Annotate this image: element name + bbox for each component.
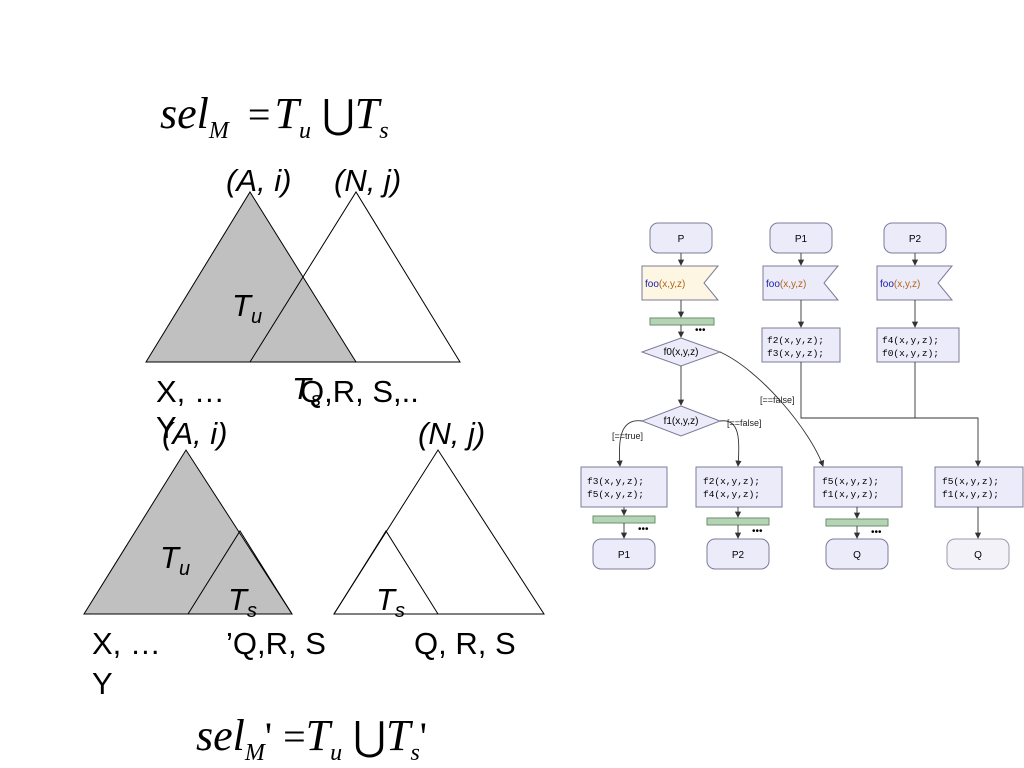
end-node-p1[interactable]: P1 bbox=[592, 538, 656, 570]
svg-text:f4(x,y,z);: f4(x,y,z); bbox=[882, 335, 939, 346]
svg-text:f4(x,y,z);: f4(x,y,z); bbox=[703, 489, 760, 500]
label-n-j-bottom: (N, j) bbox=[418, 416, 486, 451]
label-a-i-bottom: (A, i) bbox=[162, 416, 228, 451]
svg-text:f3(x,y,z);: f3(x,y,z); bbox=[587, 476, 644, 487]
svg-text:f1(x,y,z);: f1(x,y,z); bbox=[822, 489, 879, 500]
label-ts-right-bottom: Ts bbox=[376, 582, 405, 623]
tree-ts-right bbox=[333, 530, 439, 615]
label-tu-top: Tu bbox=[232, 288, 263, 329]
fork-bar-b bbox=[706, 517, 770, 526]
start-node-p2[interactable]: P2 bbox=[883, 222, 947, 254]
leaves-mid-bottom: ’Q,R, S bbox=[226, 626, 326, 661]
label-tu-bottom: Tu bbox=[160, 540, 191, 581]
svg-text:P: P bbox=[678, 234, 685, 245]
leaves-left-top: X, … bbox=[156, 374, 225, 409]
svg-text:f3(x,y,z);: f3(x,y,z); bbox=[767, 348, 824, 359]
svg-text:P2: P2 bbox=[732, 550, 745, 561]
svg-text:f1(x,y,z);: f1(x,y,z); bbox=[942, 489, 999, 500]
tree-n-bottom bbox=[333, 449, 545, 615]
formula-bottom: selM' =Tu ⋃Ts' bbox=[196, 711, 428, 766]
action-box-b[interactable]: f2(x,y,z); f4(x,y,z); bbox=[695, 466, 783, 508]
end-node-q2[interactable]: Q bbox=[946, 538, 1010, 570]
action-box-a[interactable]: f3(x,y,z); f5(x,y,z); bbox=[580, 466, 668, 508]
foo-node-p2[interactable]: foo(x,y,z) bbox=[876, 265, 954, 301]
fork-bar-c bbox=[825, 518, 889, 527]
ellipsis-a: ••• bbox=[638, 524, 649, 535]
leaves-left-top-2: Y bbox=[156, 410, 177, 445]
leaves-right-bottom: Q, R, S bbox=[414, 626, 516, 661]
svg-text:P2: P2 bbox=[909, 234, 922, 245]
fork-bar-p bbox=[649, 317, 715, 326]
leaves-left-bottom: X, … bbox=[92, 626, 161, 661]
edge-label-false-f1: [==false] bbox=[727, 418, 762, 428]
leaves-right-top: Q,R, S,.. bbox=[300, 374, 419, 409]
fork-bar-a bbox=[592, 515, 656, 524]
svg-text:f2(x,y,z);: f2(x,y,z); bbox=[767, 335, 824, 346]
svg-text:Q: Q bbox=[974, 550, 982, 561]
foo-node-p1[interactable]: foo(x,y,z) bbox=[762, 265, 840, 301]
edge-label-true: [==true] bbox=[612, 431, 643, 441]
label-ts-left-bottom: Ts bbox=[228, 582, 257, 623]
svg-text:f2(x,y,z);: f2(x,y,z); bbox=[703, 476, 760, 487]
end-node-q1[interactable]: Q bbox=[825, 538, 889, 570]
flow-edges bbox=[616, 253, 982, 539]
ellipsis-p: ••• bbox=[695, 325, 706, 336]
ellipsis-b: ••• bbox=[752, 526, 763, 537]
decision-f0[interactable]: f0(x,y,z) bbox=[640, 337, 722, 367]
action-box-p2[interactable]: f4(x,y,z); f0(x,y,z); bbox=[876, 327, 960, 363]
svg-text:f1(x,y,z): f1(x,y,z) bbox=[664, 416, 699, 427]
foo-node-p[interactable]: foo(x,y,z) bbox=[641, 265, 720, 301]
start-node-p1[interactable]: P1 bbox=[769, 222, 833, 254]
action-box-d[interactable]: f5(x,y,z); f1(x,y,z); bbox=[934, 466, 1024, 508]
svg-text:foo(x,y,z): foo(x,y,z) bbox=[766, 279, 806, 290]
formula-top: selM =Tu ⋃Ts bbox=[160, 89, 389, 144]
svg-text:foo(x,y,z): foo(x,y,z) bbox=[880, 279, 920, 290]
label-ts-top: Ts bbox=[292, 371, 321, 412]
edge-label-false-f0: [==false] bbox=[760, 395, 795, 405]
svg-text:f5(x,y,z);: f5(x,y,z); bbox=[822, 476, 879, 487]
label-n-j-top: (N, j) bbox=[334, 163, 402, 198]
svg-text:Q: Q bbox=[853, 550, 861, 561]
leaves-left-bottom-2: Y bbox=[92, 666, 113, 701]
svg-text:f5(x,y,z);: f5(x,y,z); bbox=[942, 476, 999, 487]
svg-text:f0(x,y,z): f0(x,y,z) bbox=[664, 347, 699, 358]
ellipsis-c: ••• bbox=[871, 527, 882, 538]
action-box-c[interactable]: f5(x,y,z); f1(x,y,z); bbox=[813, 466, 903, 508]
svg-text:P1: P1 bbox=[795, 234, 808, 245]
tree-ts-left bbox=[187, 530, 293, 615]
start-node-p[interactable]: P bbox=[649, 222, 713, 254]
end-node-p2[interactable]: P2 bbox=[706, 538, 770, 570]
svg-text:foo(x,y,z): foo(x,y,z) bbox=[645, 279, 685, 290]
svg-text:f5(x,y,z);: f5(x,y,z); bbox=[587, 489, 644, 500]
label-a-i-top: (A, i) bbox=[226, 163, 292, 198]
action-box-p1[interactable]: f2(x,y,z); f3(x,y,z); bbox=[761, 327, 841, 363]
svg-text:f0(x,y,z);: f0(x,y,z); bbox=[882, 348, 939, 359]
decision-f1[interactable]: f1(x,y,z) bbox=[640, 405, 722, 437]
svg-text:P1: P1 bbox=[618, 550, 631, 561]
